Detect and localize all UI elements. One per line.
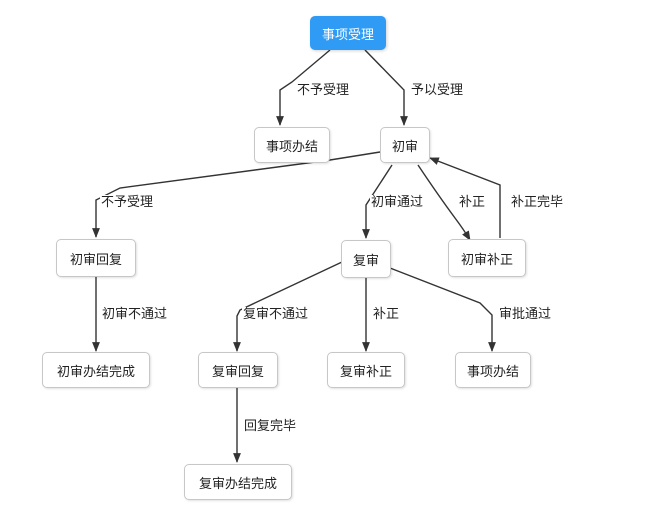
edge-first-review-to-supplement xyxy=(417,164,471,241)
edge-label-re-fail: 复审不通过 xyxy=(242,307,310,322)
edge-re-review-to-done xyxy=(389,267,496,352)
edge-first-review-to-first-reply xyxy=(92,151,381,238)
edge-accept-to-done xyxy=(276,49,331,126)
edge-accept-to-first-review xyxy=(364,49,408,126)
edge-first-review-to-re-review xyxy=(362,164,393,239)
edge-label-not-accept-left: 不予受理 xyxy=(100,195,155,210)
node-first-reply[interactable]: 初审回复 xyxy=(56,239,136,277)
node-first-supplement[interactable]: 初审补正 xyxy=(448,239,526,277)
node-done-bottom[interactable]: 事项办结 xyxy=(455,352,531,388)
node-first-complete[interactable]: 初审办结完成 xyxy=(42,352,150,388)
edge-supplement-to-first-review xyxy=(429,157,501,238)
node-re-complete[interactable]: 复审办结完成 xyxy=(184,464,292,500)
edge-label-not-accept-top: 不予受理 xyxy=(296,83,351,98)
node-re-supplement[interactable]: 复审补正 xyxy=(327,352,405,388)
node-re-reply[interactable]: 复审回复 xyxy=(198,352,278,388)
edge-label-approve-pass: 审批通过 xyxy=(498,307,553,322)
edge-label-reply-done: 回复完毕 xyxy=(243,419,298,434)
node-first-review[interactable]: 初审 xyxy=(380,127,430,163)
node-accept[interactable]: 事项受理 xyxy=(310,16,386,50)
edge-label-supplement-back: 补正完毕 xyxy=(510,195,565,210)
edge-re-review-to-re-reply xyxy=(233,261,343,352)
edge-label-supplement-go: 补正 xyxy=(458,195,487,210)
edge-label-first-fail: 初审不通过 xyxy=(101,307,169,322)
node-re-review[interactable]: 复审 xyxy=(341,240,391,278)
node-done-top[interactable]: 事项办结 xyxy=(254,127,330,163)
edge-label-re-supplement-go: 补正 xyxy=(372,307,401,322)
edge-label-first-pass: 初审通过 xyxy=(370,195,425,210)
edge-label-accept-ok: 予以受理 xyxy=(410,83,465,98)
